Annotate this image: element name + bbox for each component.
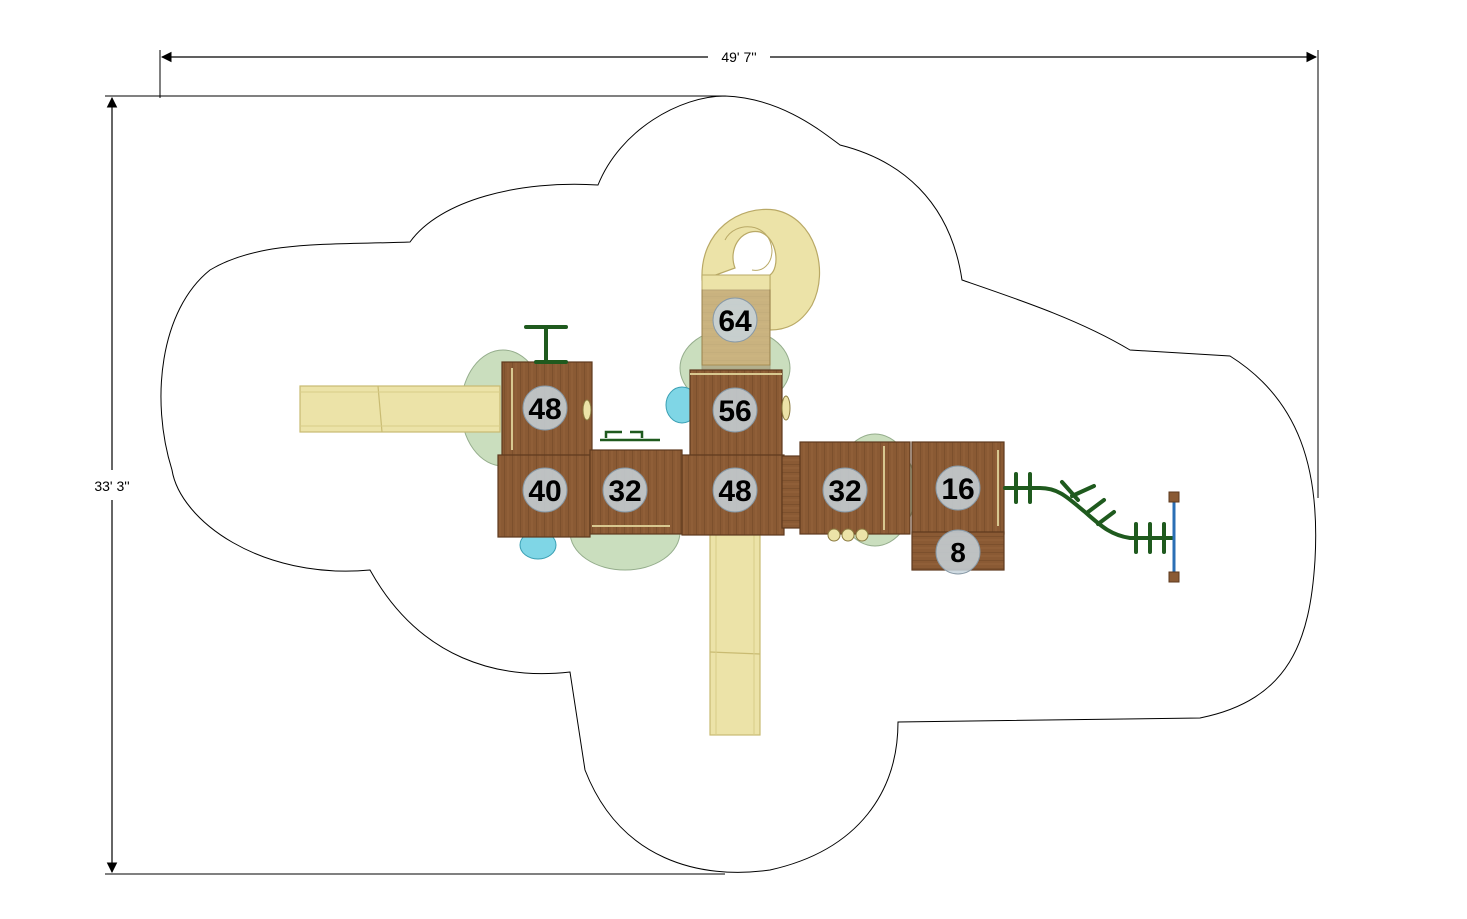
- deck-48-center-label: 48: [718, 475, 751, 508]
- deck-32-right-label: 32: [828, 475, 861, 508]
- height-dimension: 33' 3'': [94, 95, 725, 875]
- left-slide: [299, 385, 501, 433]
- deck-40: 40: [522, 467, 568, 513]
- deck-48-left: 48: [522, 385, 568, 431]
- deck-rails: [511, 368, 999, 530]
- deck-32-left-label: 32: [608, 475, 641, 508]
- width-dimension: 49' 7'': [159, 49, 1319, 498]
- deck-64-label: 64: [718, 305, 752, 338]
- log-steps: [827, 528, 869, 542]
- deck-8: 8: [935, 529, 981, 575]
- deck-48-center: 48: [712, 467, 758, 513]
- deck-56: 56: [712, 387, 758, 433]
- deck-32-right: 32: [822, 467, 868, 513]
- height-label: 33' 3'': [94, 478, 129, 494]
- horizontal-ladder: [1003, 472, 1174, 554]
- ladder-end-post: [1168, 491, 1180, 583]
- deck-8-label: 8: [950, 537, 966, 568]
- climbing-holds: [582, 395, 791, 421]
- bottom-slide: [709, 529, 761, 736]
- deck-16: 16: [935, 465, 981, 511]
- width-label: 49' 7'': [721, 49, 756, 65]
- deck-height-markers: 64 56 48 40 32 48 32 16: [522, 297, 981, 575]
- deck-48-left-label: 48: [528, 393, 561, 426]
- deck-56-label: 56: [718, 395, 751, 428]
- deck-40-label: 40: [528, 475, 561, 508]
- deck-64: 64: [712, 297, 758, 343]
- deck-32-left: 32: [602, 467, 648, 513]
- deck-16-label: 16: [941, 473, 974, 506]
- deck-32-handle: [600, 430, 660, 442]
- left-steering-bar: [524, 325, 568, 364]
